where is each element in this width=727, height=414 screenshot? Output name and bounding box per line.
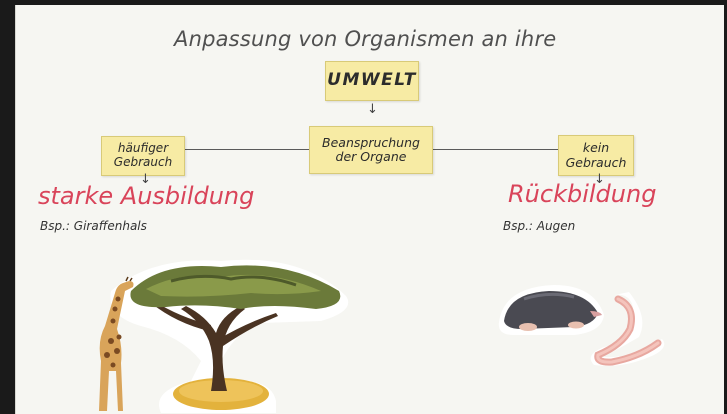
whiteboard: Anpassung von Organismen an ihre UMWELT …: [15, 5, 724, 414]
umwelt-label: UMWELT: [327, 70, 417, 91]
right-note-line2: Gebrauch: [565, 154, 627, 170]
result-right: Rückbildung: [508, 180, 657, 208]
connector-right: [431, 149, 558, 150]
center-note: Beanspruchung der Organe: [309, 126, 433, 174]
center-note-line2: der Organe: [335, 149, 407, 164]
arrow-down-left-icon: ↓: [140, 172, 151, 187]
connector-left: [183, 149, 309, 150]
center-note-line1: Beanspruchung: [322, 134, 420, 150]
umwelt-note: UMWELT: [325, 61, 419, 101]
mole-earthworm-icon: [498, 285, 665, 366]
page-title: Anpassung von Organismen an ihre: [174, 27, 557, 51]
right-note: kein Gebrauch: [558, 135, 634, 176]
arrow-down-icon: ↓: [367, 102, 378, 117]
example-left: Bsp.: Giraffenhals: [40, 219, 147, 233]
left-note-line2: Gebrauch: [113, 155, 173, 169]
left-note-line1: häufiger: [117, 141, 169, 156]
example-right: Bsp.: Augen: [503, 219, 576, 233]
left-note: häufiger Gebrauch: [101, 136, 185, 176]
result-left: starke Ausbildung: [38, 182, 255, 210]
right-note-line1: kein: [582, 140, 610, 156]
giraffe-acacia-tree-icon: [99, 259, 349, 413]
arrow-down-right-icon: ↓: [594, 172, 605, 187]
